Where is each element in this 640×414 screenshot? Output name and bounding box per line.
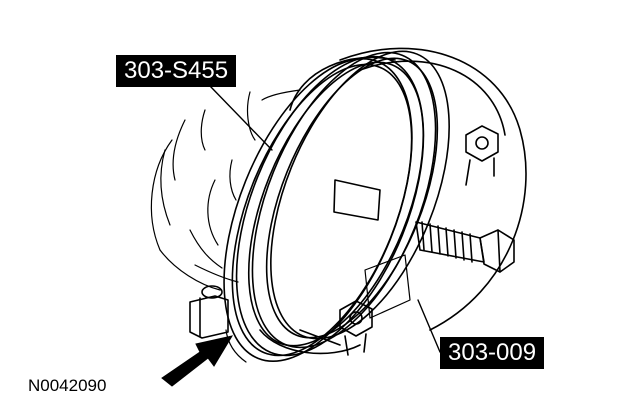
leader-line-bottom xyxy=(417,299,441,353)
bolt-icon xyxy=(465,125,499,186)
leader-line-top xyxy=(209,85,273,151)
figure-id: N0042090 xyxy=(28,376,107,395)
stud xyxy=(189,285,229,339)
bolt-icon xyxy=(339,300,373,356)
callout-label-top: 303-S455 xyxy=(116,55,237,87)
pulley xyxy=(223,47,527,362)
forcing-screw xyxy=(415,221,515,273)
callout-label-bottom: 303-009 xyxy=(440,337,545,369)
engine-outline xyxy=(150,89,301,363)
direction-arrow-icon xyxy=(161,335,234,387)
